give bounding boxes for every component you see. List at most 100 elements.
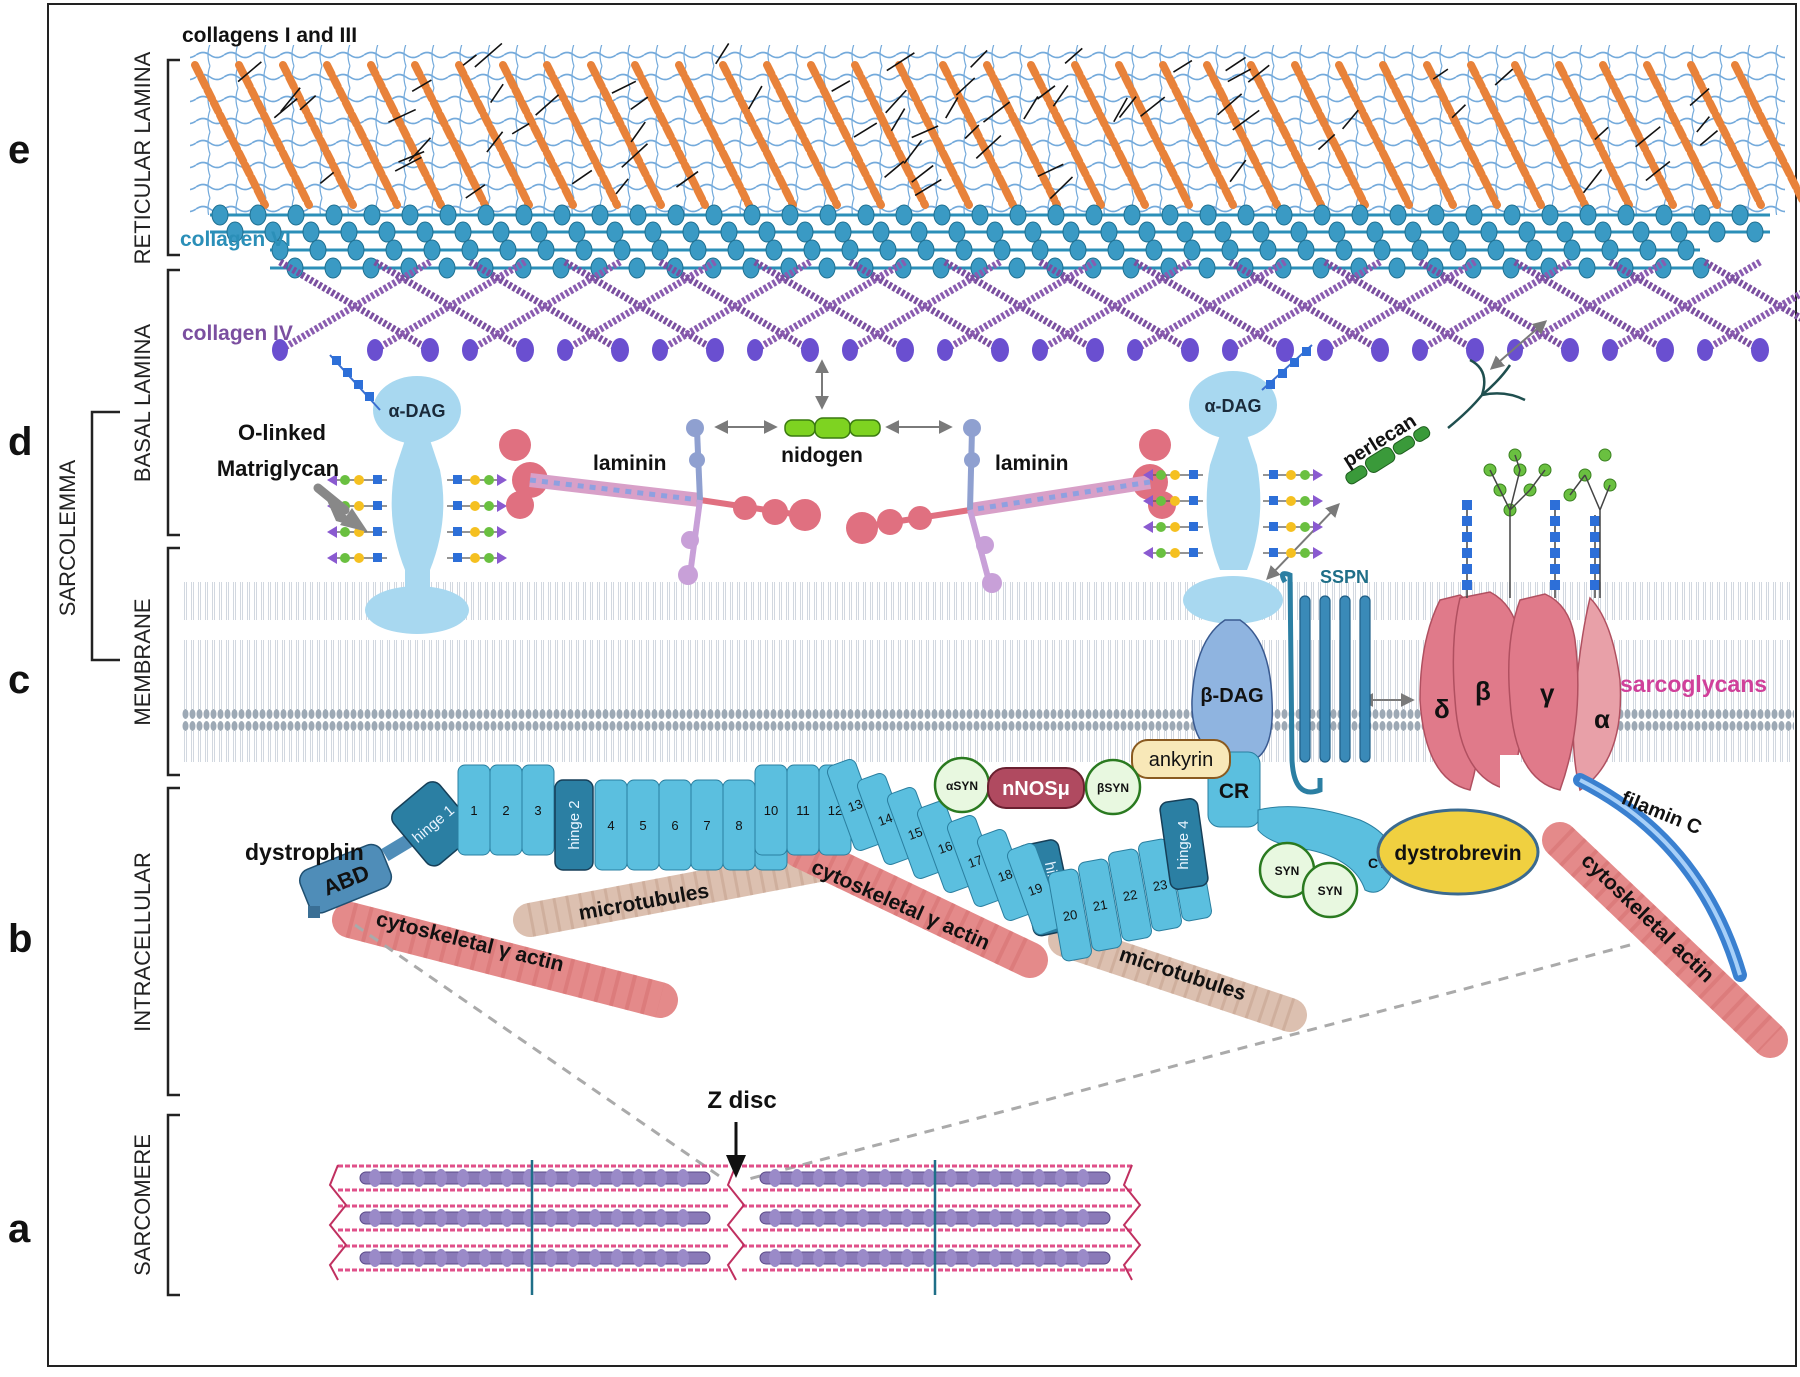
collagen-6-bead	[1556, 221, 1574, 243]
myosin-head	[545, 1249, 557, 1267]
glycan-man	[484, 527, 494, 537]
collagen-fiber	[1203, 61, 1281, 209]
collagen-6-bead	[1297, 239, 1315, 261]
myosin-head	[479, 1249, 491, 1267]
collagen-4-domain	[706, 338, 724, 362]
fibril-line	[486, 131, 504, 153]
glycan-sialic	[1143, 469, 1153, 481]
glycan-glcnac	[373, 553, 382, 562]
bracket-intracellular	[166, 786, 180, 1097]
myosin-head	[677, 1249, 689, 1267]
collagen-6-bead	[613, 239, 631, 261]
collagen-4-domain	[1317, 339, 1333, 361]
panel-letter-b: b	[8, 917, 32, 961]
glycan-glcnac	[1189, 496, 1198, 505]
spectrin-repeat: 3	[521, 764, 555, 856]
fibril-line	[1140, 96, 1166, 117]
collagen-6-bead	[378, 221, 396, 243]
collagen-6-bead	[986, 221, 1004, 243]
collagen-6-bead	[1328, 221, 1346, 243]
glycan-sialic	[1143, 521, 1153, 533]
sg-glycan-square	[1590, 548, 1600, 558]
myosin-head	[967, 1249, 979, 1267]
collagen-fiber	[1379, 61, 1457, 209]
label-collagen-6: collagen VI	[180, 228, 291, 251]
sg-glycan-square	[1550, 516, 1560, 526]
myosin-head	[567, 1249, 579, 1267]
collagen-4-domain	[652, 339, 668, 361]
panel-letter-e: e	[8, 128, 30, 172]
collagen-6-bead	[1214, 221, 1232, 243]
collagen-fiber	[1643, 61, 1721, 209]
fibril-line	[1037, 163, 1064, 178]
myosin-head	[501, 1169, 513, 1187]
spectrin-repeat: 8	[722, 779, 756, 871]
fibril-line	[630, 121, 646, 143]
fibril-line	[1645, 160, 1671, 182]
collagen-6-bead	[948, 221, 966, 243]
myosin-head	[567, 1169, 579, 1187]
myosin-head	[413, 1169, 425, 1187]
label-beta-dag: β-DAG	[1200, 685, 1263, 707]
label-dystrobrevin: dystrobrevin	[1394, 842, 1521, 865]
label-sg-gamma: γ	[1540, 678, 1555, 708]
glycan-sialic	[497, 474, 507, 486]
myosin-head	[813, 1249, 825, 1267]
fibril-line	[1582, 168, 1603, 194]
collagen-6-bead	[705, 204, 723, 226]
myosin-head	[989, 1249, 1001, 1267]
label-sg-alpha: α	[1594, 704, 1610, 734]
fibril-line	[273, 98, 298, 119]
collagen-fiber	[279, 61, 357, 209]
collagen-6-bead	[568, 221, 586, 243]
collagen-6-bead	[1465, 204, 1483, 226]
collagen-4-domain	[1697, 339, 1713, 361]
myosin-head	[791, 1169, 803, 1187]
label-ankyrin: ankyrin	[1149, 749, 1213, 771]
spectrin-repeat-number: 4	[607, 818, 614, 833]
glycan-gal	[354, 475, 364, 485]
collagen-6-bead	[857, 204, 875, 226]
collagen-6-bead	[1731, 204, 1749, 226]
collagen-fiber	[939, 61, 1017, 209]
label-hinge2: hinge 2	[566, 800, 583, 849]
collagen-6-bead	[264, 221, 282, 243]
collagen-4-strand	[658, 258, 812, 354]
glycan-glcnac	[453, 527, 462, 536]
collagen-6-bead	[933, 204, 951, 226]
collagen-6-bead	[553, 204, 571, 226]
collagen-6-bead	[249, 204, 267, 226]
label-syn-2: SYN	[1318, 884, 1343, 898]
collagen-6-bead	[1404, 221, 1422, 243]
bracket-sarcolemma	[90, 410, 120, 662]
sg-glycan-branch	[1489, 454, 1611, 598]
label-nnos: nNOSμ	[1002, 778, 1070, 800]
collagen-fiber	[1731, 61, 1800, 204]
collagen-6-bead	[1746, 221, 1764, 243]
glycan-gal	[354, 501, 364, 511]
fibril-line	[975, 134, 1002, 159]
glycan-gal	[470, 475, 480, 485]
collagen-4-domain	[1086, 338, 1104, 362]
collagen-6-bead	[515, 204, 533, 226]
sg-glycan-square	[1550, 580, 1560, 590]
collagen-6-bead	[1138, 221, 1156, 243]
sg-glycan-square	[1590, 564, 1600, 574]
fibril-line	[615, 178, 629, 195]
collagen-6-bead	[325, 204, 343, 226]
collagen-6-bead	[667, 204, 685, 226]
fibril-line	[299, 95, 317, 111]
myosin-head	[1055, 1249, 1067, 1267]
myosin-head	[1033, 1169, 1045, 1187]
glycan-gal	[470, 527, 480, 537]
spectrin-repeat-number: 19	[1026, 880, 1045, 899]
spectrin-repeat: 20	[1048, 868, 1092, 962]
spectrin-repeat: 21	[1078, 858, 1122, 952]
glycan-sialic	[497, 526, 507, 538]
collagen-6-bead	[1708, 221, 1726, 243]
collagen-6-bead	[1677, 239, 1695, 261]
collagen-6-bead	[1008, 257, 1026, 279]
collagen-6-bead	[910, 221, 928, 243]
spectrin-repeat: 6	[658, 779, 692, 871]
label-alpha-dag-left: α-DAG	[388, 401, 445, 421]
